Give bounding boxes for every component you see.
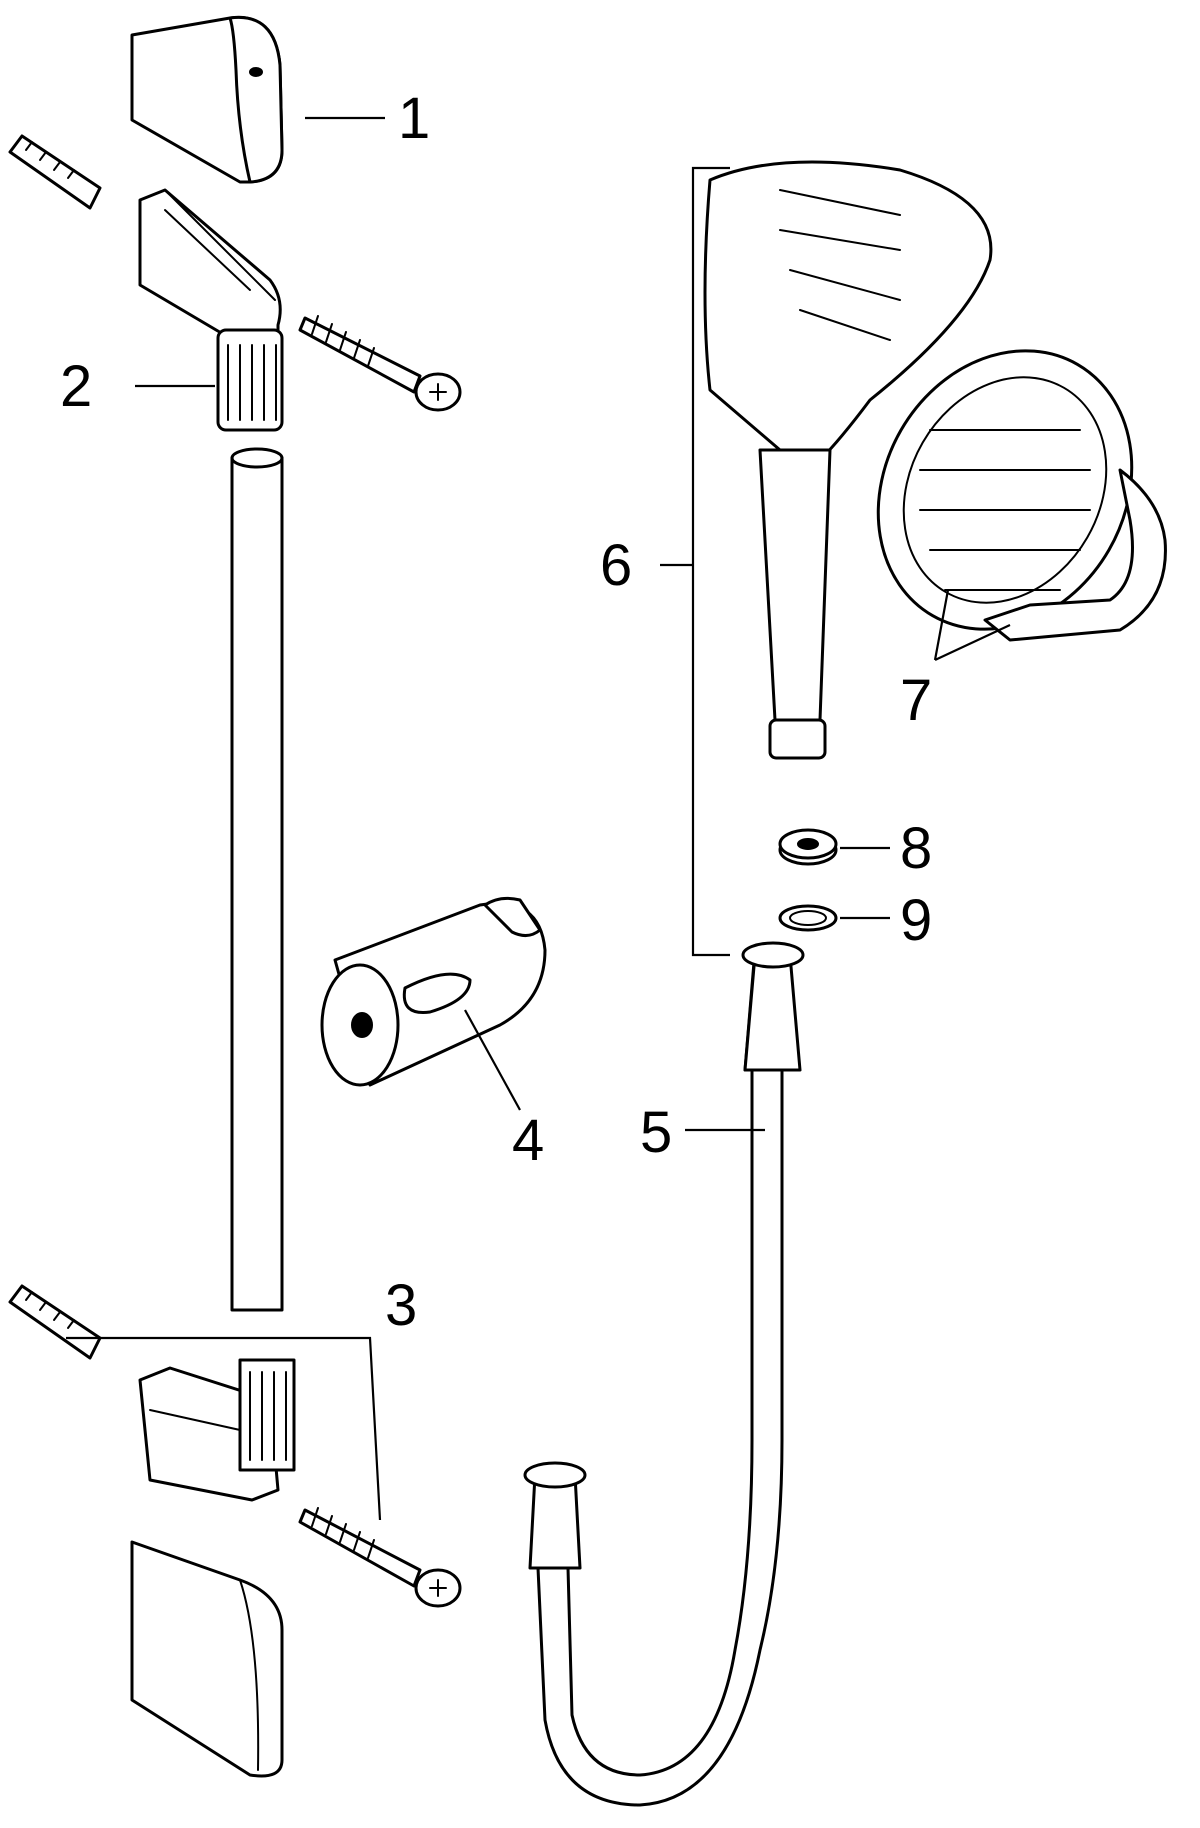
screw-icon (298, 315, 462, 412)
callout-2: 2 (60, 354, 92, 419)
shower-hose (523, 941, 805, 1807)
callout-6: 6 (600, 533, 632, 598)
callout-numbers: 1 2 3 4 5 6 7 8 9 (60, 86, 932, 1338)
screw-icon (298, 1507, 462, 1608)
callout-7: 7 (900, 668, 932, 733)
shower-holder-slider (320, 896, 547, 1087)
hand-shower (703, 160, 993, 760)
flow-restrictor (778, 828, 838, 866)
callout-8: 8 (900, 816, 932, 881)
spray-disc (876, 349, 1167, 642)
callout-5: 5 (640, 1100, 672, 1165)
lower-wall-bracket (138, 1358, 296, 1502)
wall-plug-icon (8, 134, 102, 210)
wall-plug-icon (8, 1284, 102, 1360)
leader-lines (66, 116, 1011, 1521)
upper-wall-bracket (138, 188, 284, 432)
shower-rail (230, 447, 284, 1312)
seal-ring (778, 904, 838, 932)
callout-1: 1 (398, 86, 430, 151)
end-cap-top (130, 15, 284, 184)
callout-3: 3 (385, 1273, 417, 1338)
callout-4: 4 (512, 1108, 544, 1173)
callout-9: 9 (900, 888, 932, 953)
end-cap-bottom (130, 1540, 284, 1778)
